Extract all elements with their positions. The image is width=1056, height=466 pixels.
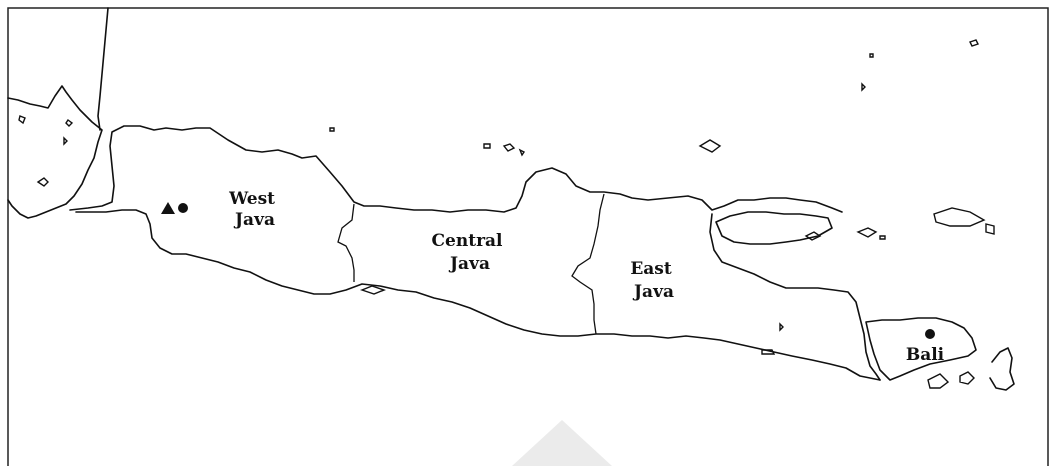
sumatra-islet [65,118,74,127]
region-label-east-java: East Java [630,259,677,302]
bali-east-islet [959,371,975,385]
west-java-dot-marker [178,203,188,213]
java-sea-islet [869,53,874,58]
region-label-bali: Bali [906,345,945,365]
kangean-islet [985,223,995,235]
java-sea-islet [483,143,491,149]
madura-east-islet [804,231,822,241]
south-coast-islet [761,349,776,355]
sumatra-islet [36,177,49,187]
east-java-east-coast [709,213,881,381]
lombok-island-edge [989,347,1015,391]
map-frame-border [7,7,1049,466]
south-coast-islet [779,322,784,332]
region-label-central-java: Central Java [432,231,509,274]
java-sea-islet [856,227,878,238]
java-sea-islet [879,235,886,240]
nusakambangan-islet [359,285,387,295]
region-label-west-java: West Java [228,189,281,230]
java-sea-islet [861,82,866,92]
border-central-east [571,193,605,335]
bali-dot-marker [925,329,935,339]
sumatra-coastline [7,85,103,219]
java-sea-islet [329,127,335,132]
west-java-triangle-marker [161,202,175,214]
nusa-penida-islet [927,373,950,389]
java-sea-islet [502,143,516,152]
sumatra-inland-line [97,7,109,131]
watermark-shape [512,420,612,466]
madura-island [715,211,833,245]
java-sea-islet [518,148,526,157]
java-sea-islet [969,39,979,47]
java-north-coast [69,125,843,213]
sumatra-islet [63,136,68,146]
border-west-central [337,203,355,282]
sumatra-islet [18,115,26,125]
bali-island [865,317,977,381]
kangean-islands [933,207,986,227]
java-south-coast [75,209,881,381]
java-sea-islet [698,139,722,153]
